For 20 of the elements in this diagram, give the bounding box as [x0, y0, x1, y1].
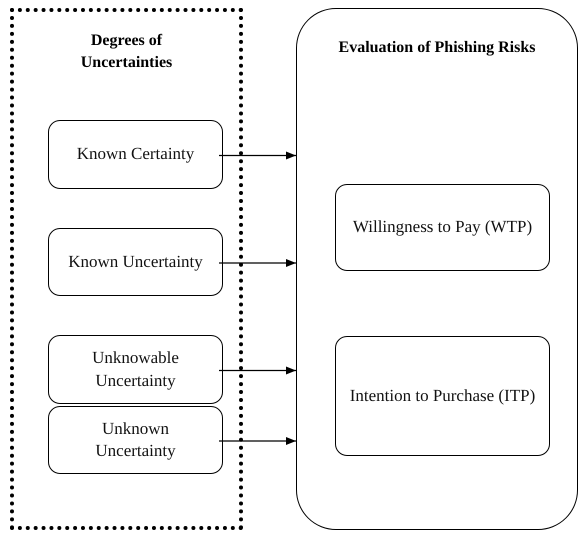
rounded-box: [335, 336, 550, 456]
rounded-box: [48, 228, 223, 296]
arrow: [219, 437, 296, 445]
rounded-box: [335, 184, 550, 271]
box-label: Willingness to Pay (WTP): [352, 216, 532, 238]
arrow: [219, 259, 296, 267]
box-label: Known Uncertainty: [68, 250, 203, 273]
box-label: Unknown Uncertainty: [94, 418, 177, 462]
box-label: Known Certainty: [76, 143, 194, 166]
dotted-group-box: [10, 8, 243, 530]
rounded-box: [48, 335, 223, 404]
rounded-box: [48, 406, 223, 474]
group-heading: Evaluation of Phishing Risks: [338, 38, 536, 58]
rounded-panel: [296, 8, 578, 530]
box-label: Intention to Purchase (ITP): [350, 384, 536, 407]
arrow: [219, 366, 296, 374]
arrow: [219, 152, 296, 160]
rounded-box: [48, 120, 223, 189]
group-heading: Degrees of Uncertainties: [80, 31, 174, 73]
box-label: Unknowable Uncertainty: [91, 347, 180, 392]
